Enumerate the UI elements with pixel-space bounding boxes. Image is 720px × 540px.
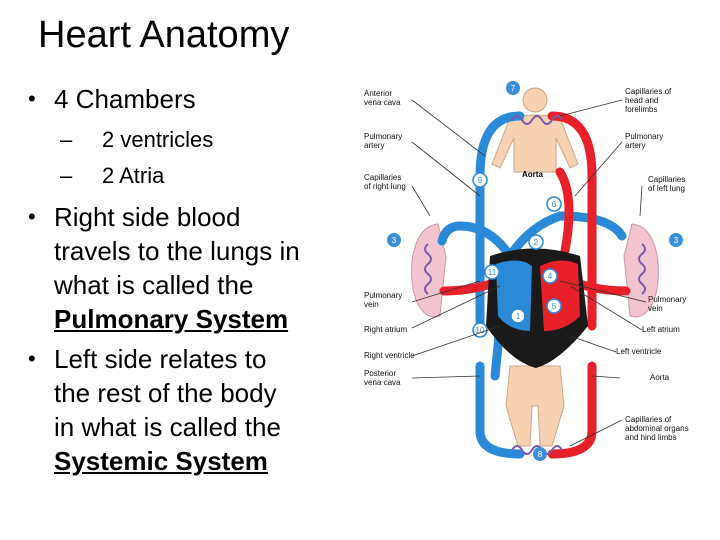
badge-number: 3 [392,236,397,245]
aorta-center-label: Aorta [522,170,543,179]
badge-number: 10 [476,326,485,335]
label-capillaries-right-lung-1: Capillaries [364,173,401,182]
slide-title: Heart Anatomy [38,14,290,56]
left-lung [623,223,659,318]
bullet-text: 4 Chambers [54,84,196,114]
label-pulmonary-artery-right-2: artery [625,141,645,150]
right-labels: Capillaries of head and forelimbs Pulmon… [616,87,689,442]
label-right-atrium: Right atrium [364,325,407,334]
number-badges: 7 9 6 3 2 3 11 4 5 1 10 8 [387,81,683,461]
badge-number: 9 [478,176,483,185]
label-pulmonary-vein-left-2: vein [364,300,379,309]
dash: – [60,163,73,188]
label-capillaries-left-lung-1: Capillaries [648,175,685,184]
label-pulmonary-vein-left-1: Pulmonary [364,291,402,300]
bullet-dot: • [28,204,36,229]
label-pulmonary-artery-left-2: artery [364,141,384,150]
label-capillaries-left-lung-2: of left lung [648,184,685,193]
label-capillaries-head-2: head and [625,96,658,105]
label-right-ventricle: Right ventricle [364,351,415,360]
label-posterior-vena-cava-1: Posterior [364,369,396,378]
badge-number: 6 [552,200,557,209]
label-pulmonary-artery-left-1: Pulmonary [364,132,402,141]
badge-number: 3 [674,236,679,245]
label-capillaries-head-1: Capillaries of [625,87,672,96]
bullet-dot: • [28,346,36,371]
bullet-line: travels to the lungs in [54,236,300,266]
sub-bullet-text: 2 Atria [102,163,165,188]
label-pulmonary-artery-right-1: Pulmonary [625,132,663,141]
label-capillaries-abdominal-2: abdominal organs [625,424,689,433]
bullet-line: in what is called the [54,412,281,442]
bullet-chambers: • 4 Chambers [24,82,354,116]
dash: – [60,127,73,152]
label-capillaries-right-lung-2: of right lung [364,182,406,191]
badge-number: 4 [548,272,553,281]
badge-number: 1 [516,312,521,321]
label-aorta-right: Aorta [650,373,670,382]
label-pulmonary-vein-right-2: vein [648,304,663,313]
label-left-atrium: Left atrium [642,325,680,334]
sub-bullet-text: 2 ventricles [102,127,214,152]
bullet-list: • 4 Chambers – 2 ventricles – 2 Atria • … [24,82,354,484]
label-left-ventricle: Left ventricle [616,347,662,356]
badge-number: 7 [511,84,516,93]
pulmonary-system-term: Pulmonary System [54,304,289,334]
badge-number: 8 [538,450,543,459]
systemic-system-term: Systemic System [54,446,268,476]
bullet-line: the rest of the body [54,378,277,408]
label-posterior-vena-cava-2: vena cava [364,378,401,387]
capillary-beds [424,115,646,455]
label-capillaries-abdominal-3: and hind limbs [625,433,677,442]
leader-lines [411,99,647,447]
badge-number: 11 [488,268,497,277]
bullet-left-side: • Left side relates to the rest of the b… [24,342,354,478]
bullet-line: what is called the [54,270,254,300]
bullet-right-side: • Right side blood travels to the lungs … [24,200,354,336]
lower-body-figure [505,365,565,447]
label-capillaries-abdominal-1: Capillaries of [625,415,672,424]
upper-body-figure [491,87,579,173]
bullet-line: Left side relates to [54,344,267,374]
label-anterior-vena-cava-1: Anterior [364,89,392,98]
label-pulmonary-vein-right-1: Pulmonary [648,295,686,304]
sub-bullet-ventricles: – 2 ventricles [24,122,354,158]
left-labels: Anterior vena cava Pulmonary artery Capi… [364,89,415,387]
circulatory-diagram: 7 9 6 3 2 3 11 4 5 1 10 8 Aorta Anterior… [364,81,689,461]
bullet-dot: • [28,86,36,111]
sub-bullet-atria: – 2 Atria [24,158,354,194]
badge-number: 2 [534,238,539,247]
bullet-line: Right side blood [54,202,241,232]
label-anterior-vena-cava-2: vena cava [364,98,401,107]
badge-number: 5 [552,302,557,311]
label-capillaries-head-3: forelimbs [625,105,657,114]
